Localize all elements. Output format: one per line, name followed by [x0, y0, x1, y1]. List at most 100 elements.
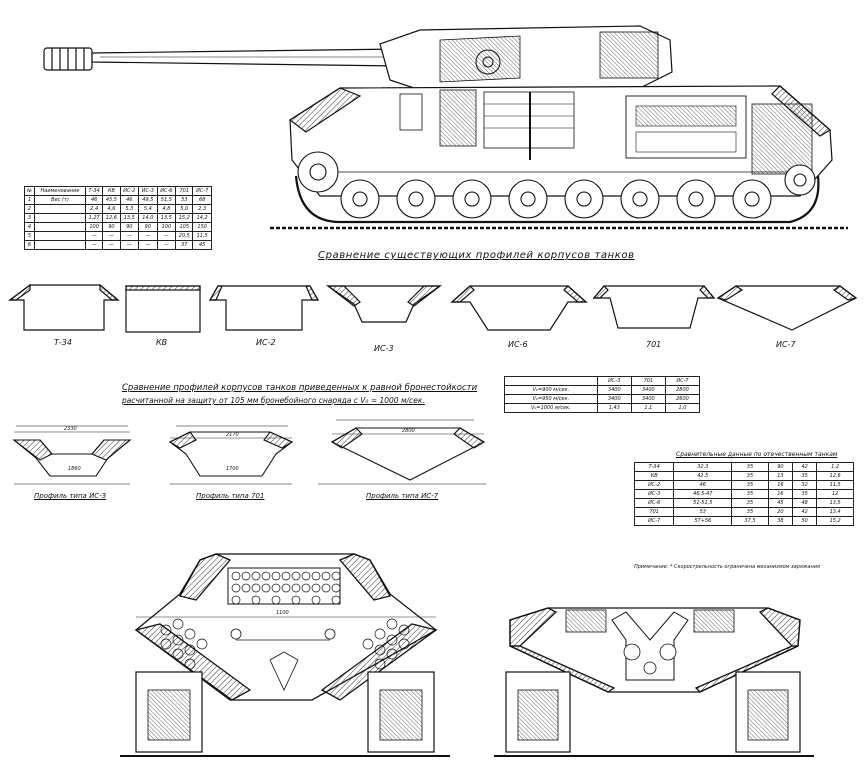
table-row: ИС-3 46,5-47 35 16 35 12 [633, 489, 854, 499]
table-cell: 5,4 [138, 204, 158, 214]
table-cell: 3400 [596, 385, 632, 395]
table-cell: 35 [731, 489, 769, 499]
table-cell [33, 204, 86, 214]
specs-comparison-table: Т-34 32,3 35 90 42 1:2 КВ 42,5 35 13 35 … [633, 462, 854, 526]
table-cell: 35 [792, 489, 818, 499]
table-cell: 45 [767, 498, 794, 508]
table-row: V₀=900 м/сек. 3400 3400 2800 [504, 385, 701, 395]
right-table-title: Сравнительные данные по отечественным та… [676, 451, 838, 458]
dim-is3-bottom: 1860 [68, 466, 81, 472]
table-cell: 1 [24, 195, 35, 205]
table-cell: 5,0 [175, 204, 194, 214]
table-cell: 35 [731, 480, 769, 490]
equal-caption-is7: Профиль типа ИС-7 [366, 492, 439, 500]
section2-title-line1: Сравнение профилей корпусов танков приве… [122, 383, 478, 393]
section1-title: Сравнение существующих профилей корпусов… [318, 250, 635, 261]
table-header-cell: ИС-7 [192, 186, 212, 196]
right-table-note: Примечание: * Скорострельность ограничен… [634, 564, 821, 570]
table-row: КВ 42,5 35 13 35 12,6 [633, 471, 854, 481]
table-header-cell: ИС-2 [119, 186, 140, 196]
table-cell: 53 [673, 507, 733, 517]
table-cell: 32,3 [673, 462, 733, 472]
table-cell: 5,3 [119, 204, 140, 214]
table-cell: — [156, 240, 177, 250]
table-cell: 2 [24, 204, 35, 214]
table-cell: ИС-3 [633, 489, 675, 499]
table-header-cell: ИС-3 [596, 376, 632, 386]
table-cell: ИС-6 [633, 498, 675, 508]
table-cell [33, 231, 86, 241]
table-cell: 12,6 [102, 213, 121, 223]
table-cell: ИС-7 [633, 516, 675, 526]
profile-label-kv: КВ [156, 338, 168, 347]
table-cell: 2600 [664, 394, 701, 404]
table-cell: 46 [84, 195, 104, 205]
table-cell: 13,5 [816, 498, 854, 508]
table-cell: 57+56 [673, 516, 733, 526]
table-header-cell: Наименование [33, 186, 86, 196]
table-row: 3 1,27 12,6 13,5 14,0 13,5 15,2 14,2 [24, 213, 212, 223]
table-header-cell: 701 [630, 376, 666, 386]
equal-profile-is7 [318, 419, 486, 485]
table-cell: 3400 [630, 394, 666, 404]
rear-cross-section [494, 607, 814, 757]
profile-is6 [450, 285, 588, 331]
table-cell: — [119, 231, 140, 241]
table-header-cell [504, 376, 598, 386]
profile-row-equal [12, 419, 486, 485]
table-cell: 11,5 [816, 480, 854, 490]
table-cell: 51-51,5 [673, 498, 733, 508]
table-cell: 11,5 [192, 231, 212, 241]
table-cell: 42 [792, 507, 818, 517]
table-cell: ИС-2 [633, 480, 675, 490]
table-cell: 16 [767, 489, 794, 499]
table-cell: 32 [792, 480, 818, 490]
table-cell: 1,43 [596, 403, 632, 413]
table-cell: 1,1 [630, 403, 666, 413]
dim-701-bottom: 1700 [226, 466, 239, 472]
table-cell: 6 [24, 240, 35, 250]
table-cell: — [138, 231, 158, 241]
equal-caption-701: Профиль типа 701 [196, 492, 265, 500]
table-cell: 13,5 [119, 213, 140, 223]
table-cell: 20 [767, 507, 794, 517]
table-cell: КВ [633, 471, 675, 481]
table-cell: 13 [767, 471, 794, 481]
table-cell: 45,5 [102, 195, 121, 205]
table-header-cell: ИС-6 [156, 186, 177, 196]
table-cell: 3400 [630, 385, 666, 395]
equal-profile-701 [168, 425, 294, 485]
table-cell: 105 [175, 222, 194, 232]
table-cell: — [102, 231, 121, 241]
table-cell: 4,6 [102, 204, 121, 214]
table-cell: 90 [119, 222, 140, 232]
table-cell: 2,3 [192, 204, 212, 214]
profile-is3 [326, 285, 442, 323]
table-cell: 14,0 [138, 213, 158, 223]
table-cell: 15,2 [175, 213, 194, 223]
profile-label-t34: Т-34 [54, 338, 72, 347]
table-row: 2 2,4 4,6 5,3 5,4 4,8 5,0 2,3 [24, 204, 212, 214]
table-header-cell: ИС-7 [664, 376, 701, 386]
table-cell: 701 [633, 507, 675, 517]
profile-label-is3: ИС-3 [374, 344, 394, 353]
table-cell: 1:2 [816, 462, 854, 472]
table-cell: 48 [792, 498, 818, 508]
table-cell: 5 [24, 231, 35, 241]
dim-is7-top: 2800 [402, 428, 415, 434]
table-header-cell: 701 [175, 186, 194, 196]
table-row: ИС-6 51-51,5 35 45 48 13,5 [633, 498, 854, 508]
table-cell: 14,2 [192, 213, 212, 223]
table-cell: 13,4 [816, 507, 854, 517]
table-cell: 3400 [596, 394, 632, 404]
table-row: 1 Вес (т) 46 45,5 46 49,5 51,5 53 68 [24, 195, 212, 205]
table-cell [33, 222, 86, 232]
table-cell: 35 [731, 471, 769, 481]
profile-label-701: 701 [646, 340, 662, 349]
profile-t34 [8, 283, 120, 331]
profile-label-is6: ИС-6 [508, 340, 528, 349]
weight-comparison-table: № Наименование Т-34 КВ ИС-2 ИС-3 ИС-6 70… [24, 186, 212, 250]
table-cell: 1,27 [84, 213, 104, 223]
